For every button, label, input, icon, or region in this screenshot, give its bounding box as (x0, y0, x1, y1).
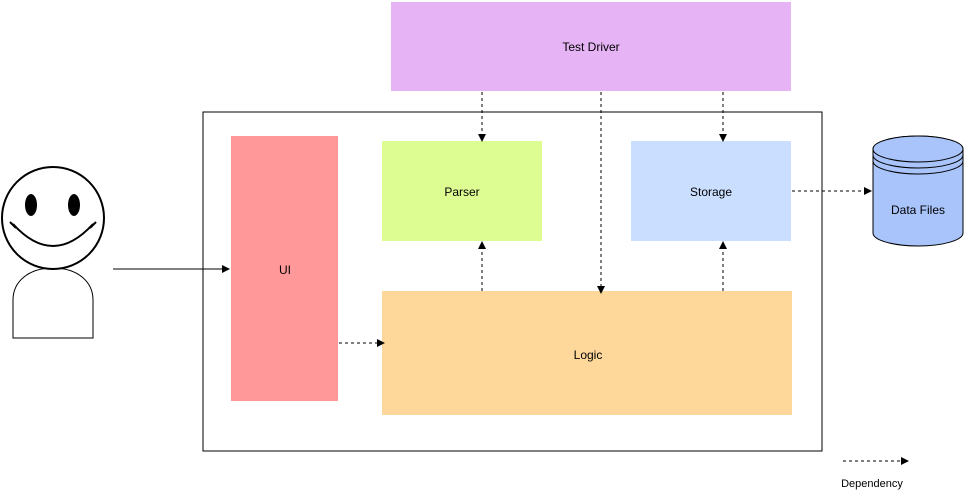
actor-smile-right-cap (89, 221, 97, 229)
logic-rect (382, 291, 792, 415)
parser-label: Parser (444, 185, 479, 199)
data-files-label: Data Files (891, 203, 945, 217)
ui-box: UI (231, 136, 338, 401)
user-smiley-icon (1, 166, 105, 339)
actor-right-eye (68, 194, 80, 216)
actor-body (12, 267, 94, 339)
app-boundary (202, 111, 823, 452)
legend: Dependency (841, 457, 909, 490)
parser-rect (382, 141, 542, 241)
storage-rect (631, 141, 791, 241)
legend-dependency-label: Dependency (841, 478, 903, 490)
actor-head (1, 166, 105, 270)
test-driver-rect (391, 2, 791, 91)
data-files-ring-1 (872, 154, 964, 169)
data-files-ring-2 (872, 160, 964, 175)
actor-left-eye (25, 194, 37, 216)
actor-smile (12, 223, 94, 247)
test-driver-box: Test Driver (391, 2, 791, 91)
storage-label: Storage (690, 185, 732, 199)
test-driver-label: Test Driver (562, 40, 619, 54)
logic-box: Logic (382, 291, 792, 415)
logic-label: Logic (574, 348, 603, 362)
ui-rect (231, 136, 338, 401)
storage-box: Storage (631, 141, 791, 241)
parser-box: Parser (382, 141, 542, 241)
data-files-cylinder: Data Files (872, 135, 964, 247)
ui-label: UI (279, 263, 291, 277)
data-files-top (872, 135, 964, 163)
actor-smile-left-cap (9, 221, 17, 229)
